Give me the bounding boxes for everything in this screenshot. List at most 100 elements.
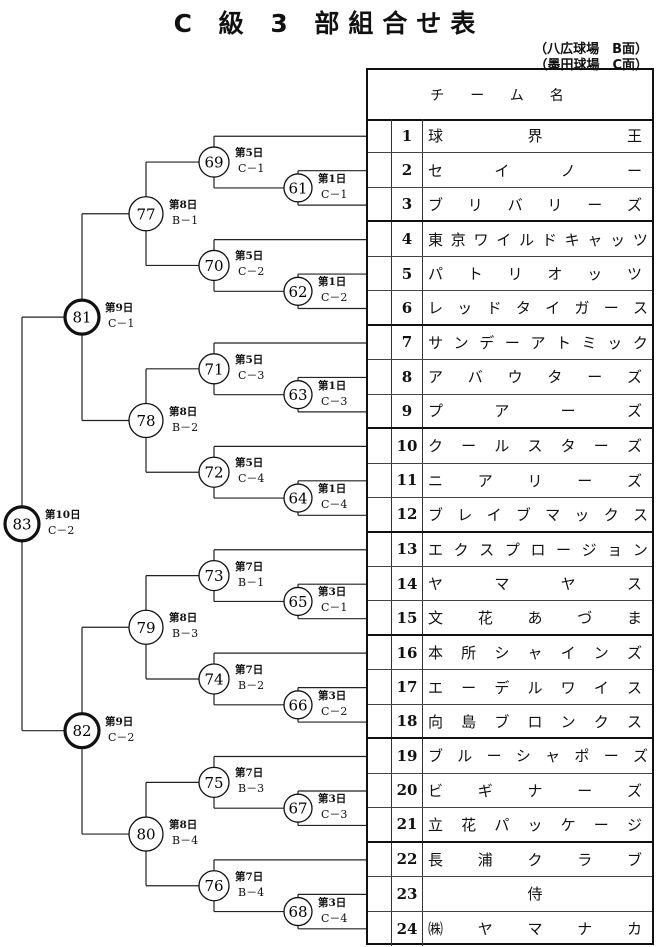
match-node-76	[198, 870, 230, 902]
row-spacer-cell	[368, 187, 392, 221]
match-number: 76	[204, 877, 223, 895]
match-field: C－3	[238, 368, 265, 382]
match-node-61	[283, 173, 313, 203]
team-name: ビギナーズ	[428, 781, 642, 800]
match-day: 第8日	[169, 405, 198, 418]
team-row: 11 ニアリーズ	[368, 463, 652, 499]
match-field: C－1	[108, 317, 135, 331]
match-field: C－2	[238, 265, 265, 279]
match-node-62	[283, 276, 313, 306]
match-node-64	[283, 483, 313, 513]
match-field: B－1	[238, 575, 265, 589]
match-number: 68	[288, 903, 307, 921]
team-row: 21 立花パッケージ	[368, 808, 652, 843]
team-name: ニアリーズ	[428, 471, 642, 490]
match-day: 第5日	[235, 353, 264, 366]
team-name: ㈱ヤマナカ	[428, 920, 642, 939]
match-day: 第8日	[169, 612, 198, 625]
team-name: エクスプロージョン	[428, 540, 648, 559]
match-node-70	[198, 249, 230, 282]
match-field: C－1	[321, 601, 348, 615]
team-name: 向島ブロンクス	[428, 712, 642, 731]
match-node-83	[3, 505, 41, 543]
match-number: 78	[136, 412, 155, 430]
team-row: 20 ビギナーズ	[368, 773, 652, 809]
row-spacer-cell	[368, 635, 392, 670]
page-title: C 級 3 部組合せ表	[173, 9, 485, 38]
match-day: 第3日	[318, 793, 347, 806]
row-spacer-cell	[368, 808, 392, 841]
match-node-69	[198, 146, 230, 178]
match-node-71	[198, 353, 230, 385]
match-day: 第7日	[235, 663, 264, 676]
match-node-80	[128, 816, 164, 852]
team-number: 3	[392, 187, 423, 221]
row-spacer-cell	[368, 877, 392, 911]
match-field: C－3	[321, 394, 348, 408]
match-day: 第5日	[235, 250, 264, 263]
venue-note-yahiro: （八広球場 B面）	[534, 42, 648, 57]
match-number: 70	[204, 257, 223, 275]
match-field: C－2	[48, 523, 75, 537]
table-header: チーム名	[368, 70, 652, 121]
match-number: 74	[204, 670, 223, 688]
team-number: 22	[392, 842, 423, 877]
match-field: C－4	[321, 911, 348, 925]
team-number: 24	[392, 911, 423, 947]
team-number: 19	[392, 739, 423, 773]
match-day: 第7日	[235, 767, 264, 780]
team-number: 20	[392, 773, 423, 808]
row-spacer-cell	[368, 325, 392, 360]
match-day: 第1日	[318, 483, 347, 496]
match-node-82	[63, 712, 101, 750]
team-number: 11	[392, 463, 423, 498]
team-name: 立花パッケージ	[428, 815, 642, 834]
match-field: C－2	[321, 704, 348, 718]
match-field: B－1	[172, 213, 199, 227]
team-number: 21	[392, 808, 423, 841]
team-name: エーデルワイス	[428, 678, 642, 697]
match-number: 64	[288, 490, 307, 508]
match-day: 第5日	[235, 147, 264, 160]
match-field: B－2	[172, 420, 199, 434]
match-node-77	[128, 196, 164, 232]
row-spacer-cell	[368, 773, 392, 808]
match-number: 82	[72, 722, 91, 740]
row-spacer-cell	[368, 222, 392, 256]
team-name: パトリオッツ	[428, 265, 642, 284]
team-name: セイノー	[428, 161, 642, 180]
match-field: B－3	[172, 627, 199, 641]
team-number: 17	[392, 670, 423, 704]
match-number: 81	[72, 309, 91, 327]
match-day: 第9日	[105, 715, 134, 728]
match-day: 第1日	[318, 276, 347, 289]
match-node-75	[198, 766, 230, 799]
team-number: 23	[392, 877, 423, 911]
match-number: 61	[288, 179, 307, 197]
